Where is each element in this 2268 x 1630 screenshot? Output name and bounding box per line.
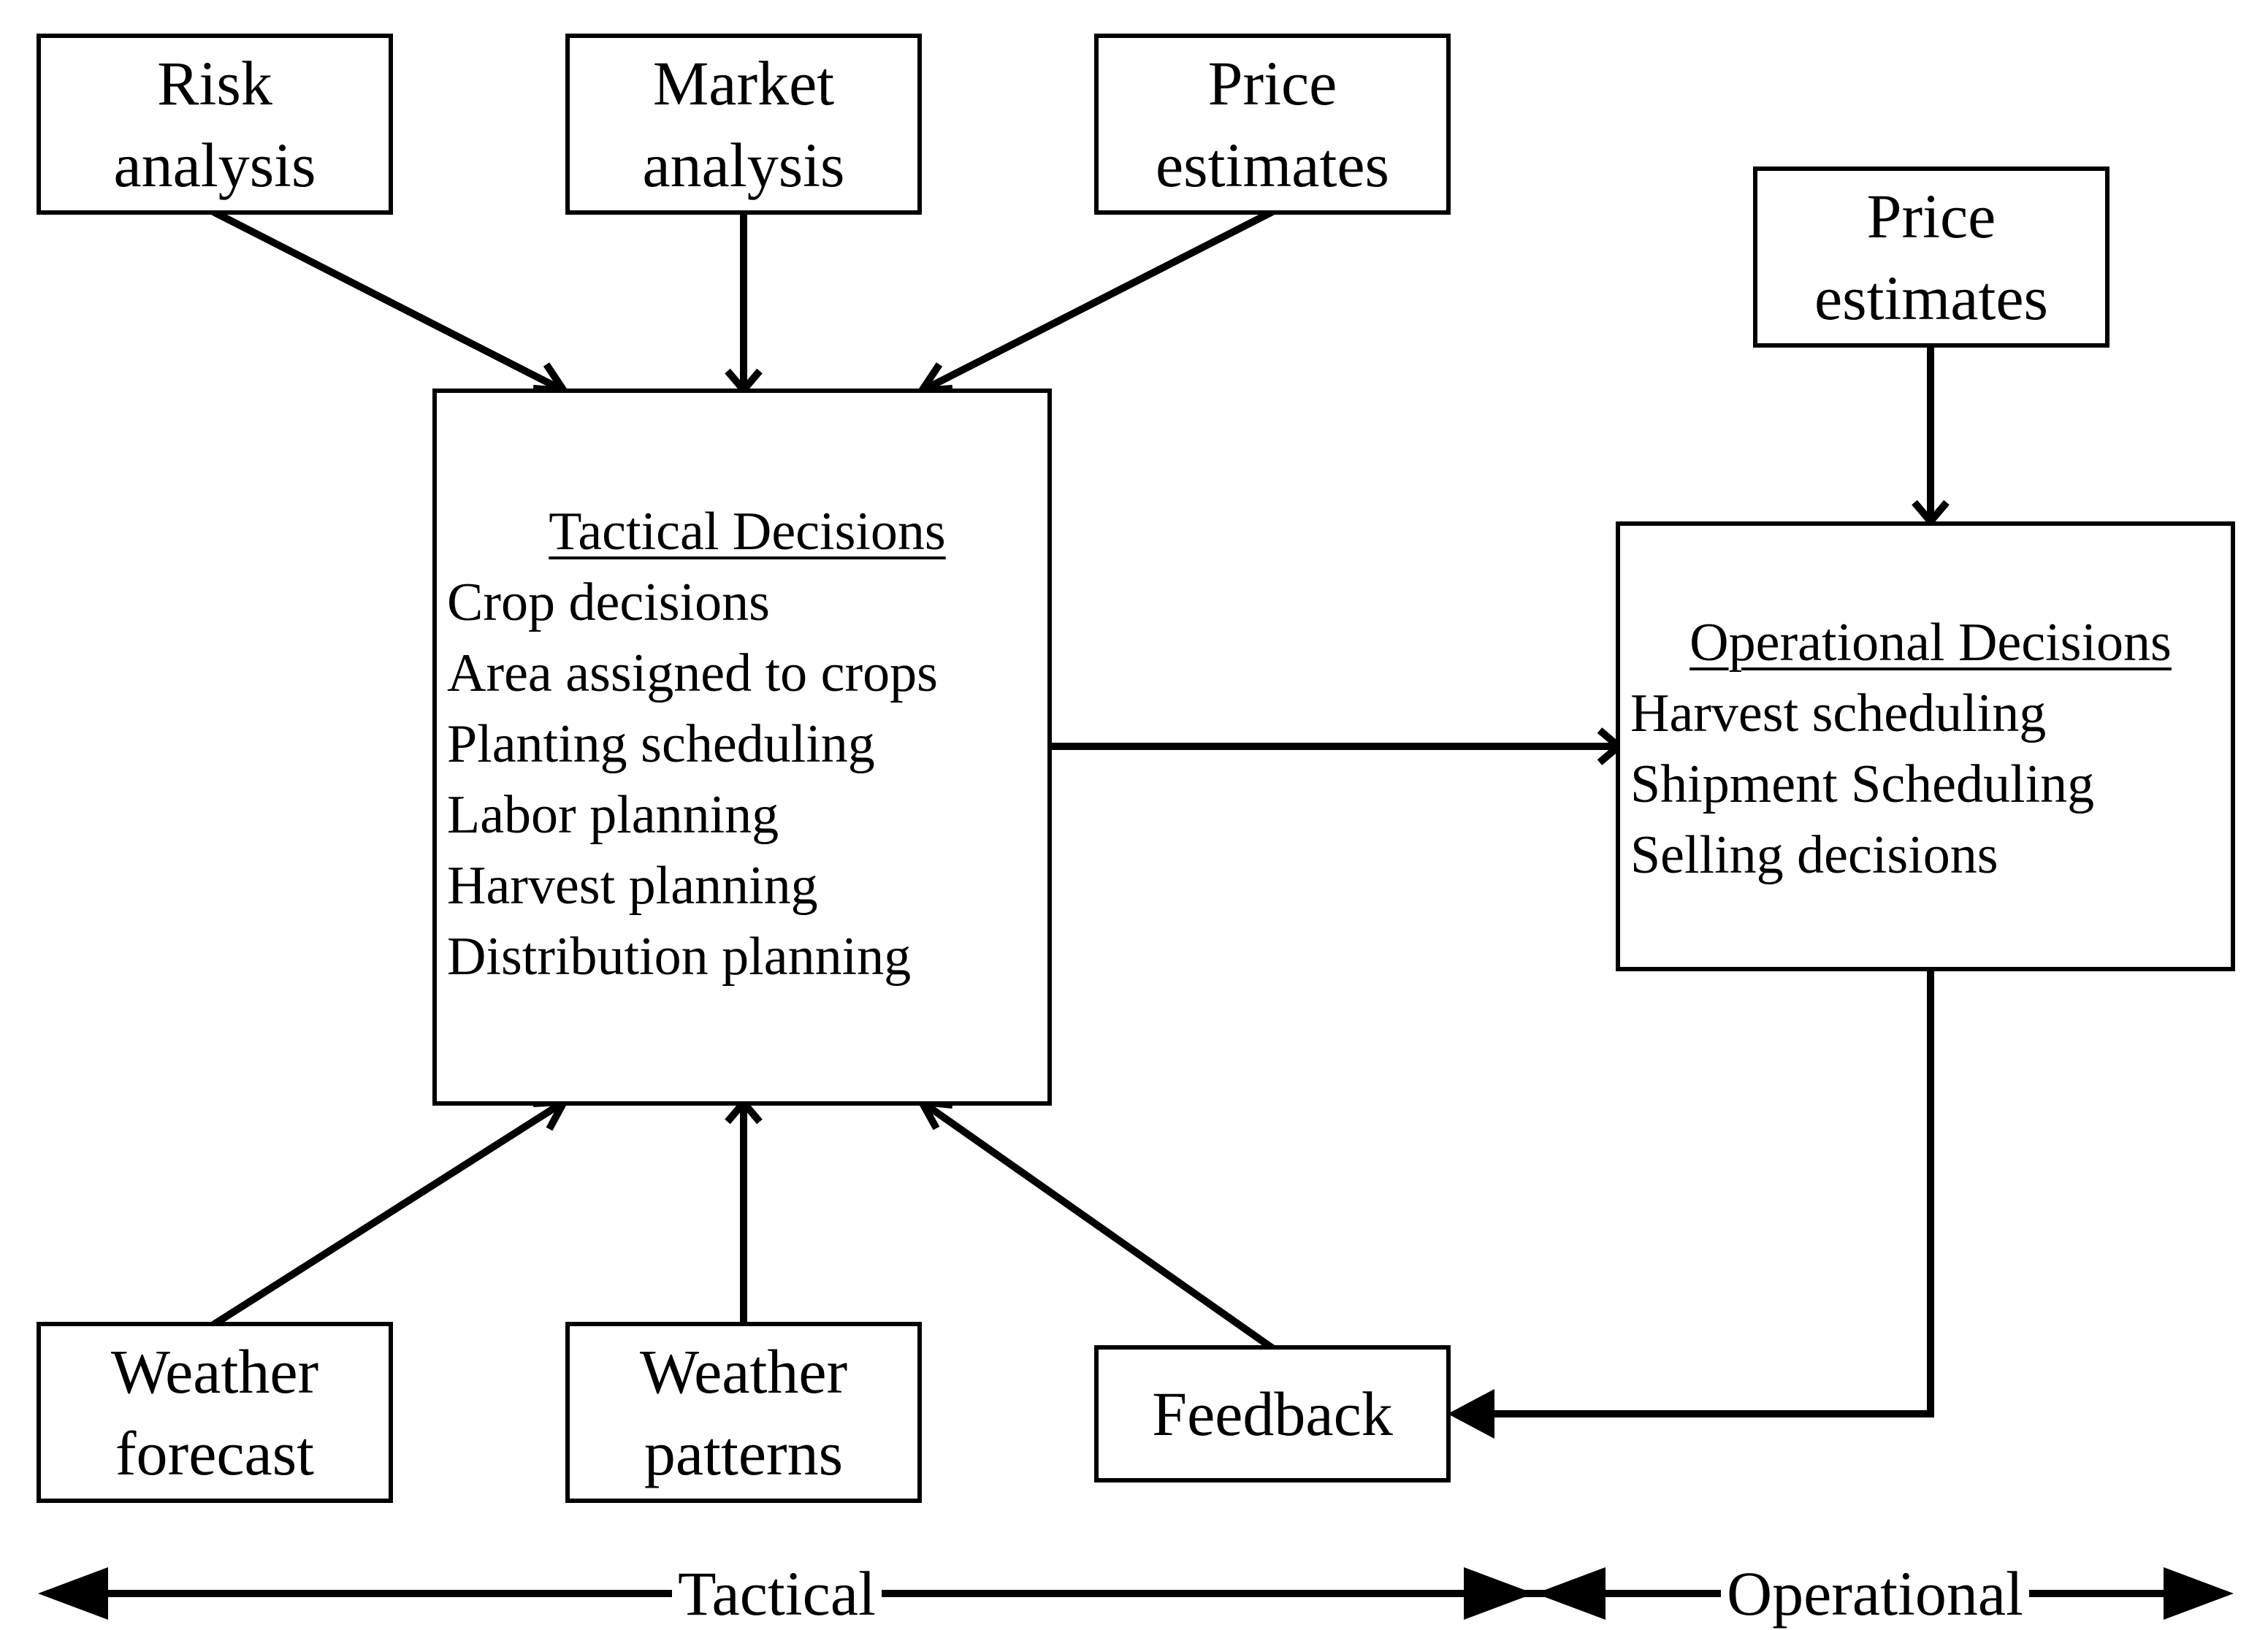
price-estimates-operational-line2: estimates xyxy=(1814,263,2049,333)
operational-item-selling-decisions: Selling decisions xyxy=(1630,825,1998,885)
arrow-forecast-to-tactical xyxy=(211,1098,566,1328)
tactical-item-area-assigned: Area assigned to crops xyxy=(447,643,938,703)
arrow-price-to-tactical xyxy=(920,208,1275,394)
timeline-operational-label: Operational xyxy=(1721,1557,2029,1630)
tactical-item-crop-decisions: Crop decisions xyxy=(447,573,770,632)
weather-patterns-box: Weather patterns xyxy=(565,1322,922,1503)
tactical-item-planting-scheduling: Planting scheduling xyxy=(447,714,875,774)
market-analysis-box: Market analysis xyxy=(565,34,922,215)
operational-decisions-box: Operational Decisions Harvest scheduling… xyxy=(1616,521,2235,971)
tactical-decisions-title: Tactical Decisions xyxy=(549,502,946,562)
operational-item-harvest-scheduling: Harvest scheduling xyxy=(1630,684,2047,743)
operational-item-shipment-scheduling: Shipment Scheduling xyxy=(1630,754,2095,814)
risk-analysis-line1: Risk xyxy=(157,48,272,118)
timeline-arrowhead-left xyxy=(38,1567,108,1620)
weather-patterns-line1: Weather xyxy=(639,1336,848,1407)
operational-decisions-title: Operational Decisions xyxy=(1689,613,2172,673)
timeline-arrowhead-tactical-right xyxy=(1464,1567,1534,1620)
tactical-item-harvest-planning: Harvest planning xyxy=(447,856,818,916)
price-estimates-line1: Price xyxy=(1207,48,1337,118)
market-analysis-line1: Market xyxy=(652,48,835,118)
risk-analysis-line2: analysis xyxy=(113,130,316,200)
price-estimates-line2: estimates xyxy=(1155,130,1390,200)
weather-forecast-line2: forecast xyxy=(115,1418,315,1488)
price-estimates-box: Price estimates xyxy=(1094,34,1451,215)
arrow-operational-to-feedback xyxy=(1455,968,1934,1417)
tactical-item-distribution-planning: Distribution planning xyxy=(447,927,912,987)
timeline-arrowhead-right xyxy=(2164,1567,2234,1620)
risk-analysis-box: Risk analysis xyxy=(37,34,393,215)
weather-forecast-line1: Weather xyxy=(110,1336,319,1407)
tactical-item-labor-planning: Labor planning xyxy=(447,785,779,845)
price-estimates-operational-box: Price estimates xyxy=(1753,167,2109,348)
arrowhead-feedback-filled xyxy=(1448,1389,1494,1439)
feedback-box: Feedback xyxy=(1094,1345,1451,1482)
arrow-risk-to-tactical xyxy=(211,208,566,394)
timeline-tactical-label: Tactical xyxy=(672,1557,882,1630)
weather-forecast-box: Weather forecast xyxy=(37,1322,393,1503)
market-analysis-line2: analysis xyxy=(642,130,845,200)
price-estimates-operational-line1: Price xyxy=(1866,181,1996,251)
feedback-label: Feedback xyxy=(1152,1379,1393,1449)
timeline-arrowhead-operational-left xyxy=(1535,1567,1605,1620)
tactical-decisions-box: Tactical Decisions Crop decisions Area a… xyxy=(432,389,1052,1106)
weather-patterns-line2: patterns xyxy=(644,1418,844,1488)
arrow-feedback-to-tactical xyxy=(920,1098,1275,1352)
